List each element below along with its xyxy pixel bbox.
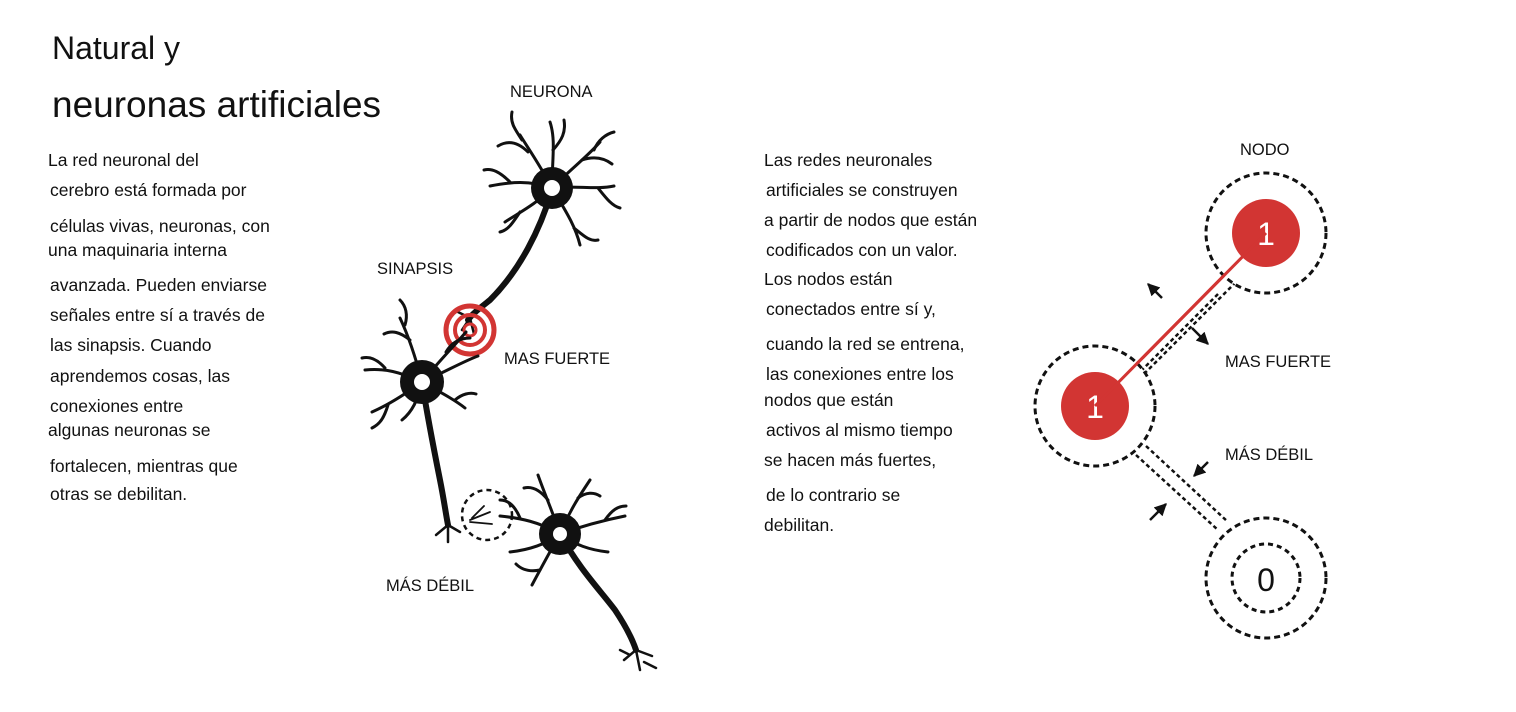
right-text-line: cuando la red se entrena, [766, 334, 965, 354]
right-text-line: Las redes neuronales [764, 150, 933, 170]
left-text-line: La red neuronal del [48, 150, 199, 170]
left-text-line: células vivas, neuronas, con [50, 216, 270, 236]
right-text-line: las conexiones entre los [766, 364, 954, 384]
left-text-line: una maquinaria interna [48, 240, 228, 260]
right-text-line: activos al mismo tiempo [766, 420, 953, 440]
arrow-weak-in-down [1149, 503, 1167, 521]
left-text-line: las sinapsis. Cuando [50, 335, 212, 355]
left-text-line: algunas neuronas se [48, 420, 211, 440]
arrow-strong-out-up [1147, 283, 1163, 299]
title-line-1: Natural y [52, 30, 181, 66]
left-text-line: aprendemos cosas, las [50, 366, 230, 386]
node-middle-value: 1 [1086, 389, 1104, 425]
left-text-line: conexiones entre [50, 396, 184, 416]
neuron-top-nucleus [544, 180, 560, 196]
left-text-line: fortalecen, mientras que [50, 456, 238, 476]
connection-weak-b [1145, 445, 1229, 523]
title-line-2: neuronas artificiales [52, 84, 382, 125]
neuron-stronger-label: MAS FUERTE [504, 350, 611, 368]
neuron-middle [360, 298, 480, 544]
synapse-weak-fibers [469, 505, 493, 525]
node-stronger-label: MAS FUERTE [1225, 353, 1332, 371]
right-text-line: se hacen más fuertes, [764, 450, 937, 470]
neuron-bottom [498, 473, 658, 672]
neurona-label: NEURONA [510, 83, 593, 101]
left-text-line: otras se debilitan. [50, 484, 188, 504]
neuron-bottom-nucleus [553, 527, 567, 541]
right-text-line: codificados con un valor. [766, 240, 958, 260]
sinapsis-label: SINAPSIS [377, 260, 454, 278]
arrow-weak-in-up [1193, 461, 1209, 477]
right-text-line: a partir de nodos que están [764, 210, 978, 230]
left-text-line: cerebro está formada por [50, 180, 247, 200]
neuron-top [456, 110, 622, 336]
right-text-line: de lo contrario se [766, 485, 901, 505]
neuron-weaker-label: MÁS DÉBIL [386, 577, 475, 595]
node-bottom [1230, 542, 1302, 614]
connection-strong-outline-a [1129, 293, 1219, 383]
nodo-label: NODO [1240, 141, 1290, 159]
connection-strong-outline-b [1145, 281, 1237, 373]
left-text-line: señales entre sí a través de [50, 305, 265, 325]
synapse-weak-circle [460, 488, 514, 542]
neuron-middle-nucleus [414, 374, 430, 390]
right-text-line: artificiales se construyen [766, 180, 958, 200]
right-text-line: debilitan. [764, 515, 835, 535]
connection-strong-inner [1093, 231, 1268, 408]
node-weaker-label: MÁS DÉBIL [1225, 446, 1314, 464]
synapse-strong-target [443, 303, 497, 357]
arrow-strong-out-down [1191, 327, 1209, 345]
right-text-line: Los nodos están [764, 269, 893, 289]
right-text-line: conectados entre sí y, [766, 299, 936, 319]
connection-weak-a [1135, 454, 1219, 531]
node-bottom-value: 0 [1257, 562, 1275, 598]
right-text-line: nodos que están [764, 390, 894, 410]
left-text-line: avanzada. Pueden enviarse [50, 275, 267, 295]
